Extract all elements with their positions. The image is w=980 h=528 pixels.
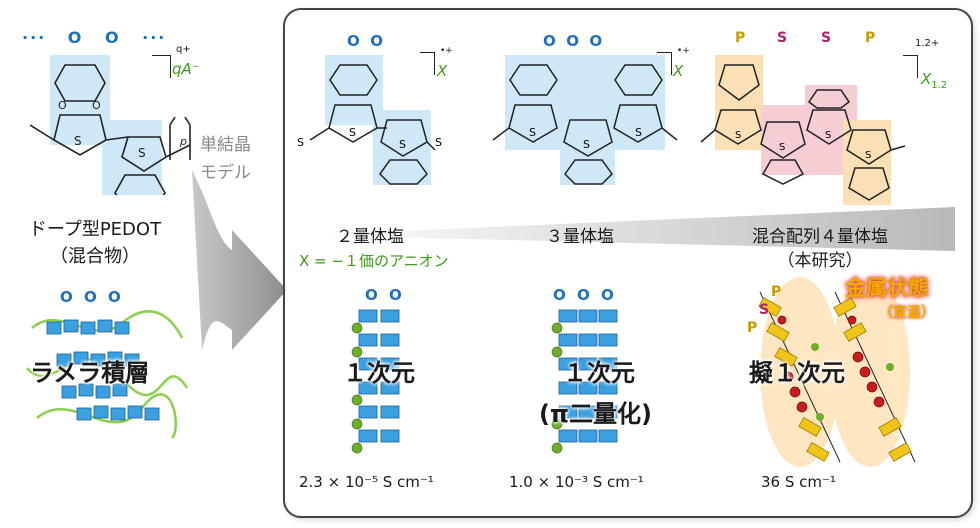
svg-text:S: S — [399, 138, 406, 151]
pedot-polymer-structure: S S O O p — [29, 55, 191, 195]
tetramer-label-s1: S — [777, 30, 788, 46]
tetramer-charge-sup: 1.2+ — [915, 38, 940, 49]
left-bracket — [152, 55, 171, 78]
metal-state-label: 金属状態 — [845, 276, 929, 300]
trimer-title: ３量体塩 — [546, 227, 614, 247]
tetramer-label-p1: P — [735, 30, 746, 46]
trimer-bracket — [657, 52, 672, 75]
trimer-molecule: SSS — [492, 55, 678, 185]
svg-text:S: S — [825, 130, 831, 141]
dimer-oo: O O — [347, 32, 383, 50]
oxygen-label-2: O — [92, 99, 101, 112]
highlight-bottom-unit — [102, 120, 162, 195]
tetramer-bracket — [903, 55, 918, 78]
tetramer-dim-label: 擬１次元 — [749, 359, 845, 387]
dimer-bracket — [420, 52, 435, 75]
stack-label-p1: P — [747, 320, 758, 336]
arrow-shape — [192, 170, 287, 350]
left-subtitle: （混合物） — [50, 246, 140, 267]
wedge-shape — [305, 207, 955, 251]
trimer-anion: X — [673, 62, 684, 80]
left-charge-sup: q+ — [176, 44, 191, 55]
svg-text:S: S — [583, 138, 590, 151]
tetramer-anion-x: X — [921, 70, 932, 88]
arrow-label-line2: モデル — [200, 163, 251, 183]
dimer-conductivity: 2.3 × 10⁻⁵ S cm⁻¹ — [299, 473, 434, 491]
highlight-top-unit — [50, 55, 110, 145]
stack-label-s: S — [759, 302, 770, 318]
dimer-charge-sup: •+ — [440, 46, 453, 56]
tetramer-stack — [758, 277, 916, 467]
dimer-stack-oo: O O — [365, 286, 405, 304]
svg-text:S: S — [349, 126, 356, 139]
metal-state-sublabel: （室温） — [879, 305, 935, 321]
svg-text:S: S — [779, 142, 785, 153]
left-section: ··· O O ··· S S O O p q+ qA⁻ ドープ型PEDOT （… — [0, 0, 280, 528]
trimer-oo: O O O — [543, 32, 603, 50]
single-crystal-panel: O O S S S S •+ X O O O S S S — [283, 8, 973, 518]
trimer-stack — [551, 309, 618, 454]
tetramer-subtitle: （本研究） — [777, 251, 863, 271]
svg-text:S: S — [635, 126, 642, 139]
stack-blocks — [46, 319, 160, 421]
tetramer-conductivity: 36 S cm⁻¹ — [761, 473, 836, 491]
left-dots: ··· O O ··· — [22, 28, 167, 47]
arrow-label-line1: 単結晶 — [200, 135, 251, 155]
gradient-wedge — [305, 207, 955, 251]
trimer-dim-label-2: (π二量化) — [539, 400, 652, 428]
dimer-title: ２量体塩 — [336, 227, 404, 247]
svg-text:S: S — [529, 126, 536, 139]
svg-text:S: S — [435, 136, 442, 149]
trimer-conductivity: 1.0 × 10⁻³ S cm⁻¹ — [509, 473, 644, 491]
tetramer-label-s2: S — [821, 30, 832, 46]
p-subscript: p — [179, 135, 187, 148]
svg-text:S: S — [865, 150, 871, 161]
tetramer-anion-sub: 1.2 — [931, 80, 948, 91]
left-title: ドープ型PEDOT — [28, 219, 162, 240]
oxygen-label-1: O — [58, 99, 67, 112]
trimer-stack-oo: O O O — [553, 286, 617, 304]
left-stack-oo: O O O — [60, 288, 124, 306]
tetramer-label-p2: P — [865, 30, 876, 46]
dimer-dim-label: １次元 — [343, 359, 415, 387]
sulfur-label-1: S — [74, 134, 82, 148]
svg-text:S: S — [297, 136, 304, 149]
stack-label-p2: P — [771, 284, 782, 300]
left-charge-anion: qA⁻ — [172, 60, 200, 78]
svg-text:S: S — [735, 130, 741, 141]
lamellar-stack-illustration — [26, 310, 189, 439]
dimer-stack — [351, 309, 400, 454]
left-stack-label: ラメラ積層 — [30, 359, 150, 387]
sulfur-label-2: S — [138, 146, 146, 160]
tetramer-anion: X1.2 — [921, 70, 947, 91]
polymer-chain-line-2 — [26, 358, 189, 397]
transition-arrow — [192, 170, 287, 350]
trimer-charge-sup: •+ — [677, 46, 690, 56]
tetramer-title: 混合配列４量体塩 — [752, 227, 888, 247]
tetramer-molecule: S S S S — [700, 55, 906, 205]
dimer-anion: X — [437, 62, 448, 80]
trimer-dim-label: １次元 — [563, 359, 635, 387]
anion-note: X = −１価のアニオン — [299, 252, 449, 270]
